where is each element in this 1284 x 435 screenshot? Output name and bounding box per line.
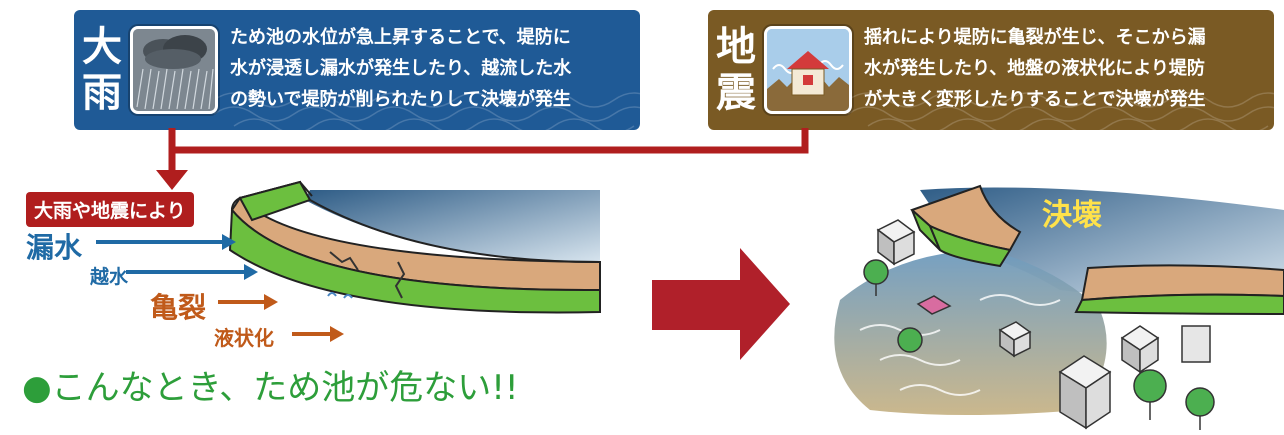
breach-label: 決壊 xyxy=(1042,198,1102,233)
heavy-rain-panel: 大 雨 ため池の水位が急上昇することで、堤防に 水が浸透し漏水が発生したり、越流… xyxy=(74,10,640,130)
quake-kanji: 地 震 xyxy=(716,24,756,116)
cause-label: 大雨や地震により xyxy=(26,192,194,227)
quake-description: 揺れにより堤防に亀裂が生じ、そこから漏 水が発生したり、地盤の液状化により堤防 … xyxy=(864,27,1206,110)
overflow-label: 越水 xyxy=(90,266,129,288)
wave-pattern xyxy=(213,92,640,130)
flow-arrows xyxy=(96,234,344,342)
bullet-icon: ● xyxy=(22,368,52,408)
liquefaction-label: 液状化 xyxy=(214,326,274,350)
rain-description: ため池の水位が急上昇することで、堤防に 水が浸透し漏水が発生したり、越流した水 … xyxy=(230,27,572,110)
rain-kanji: 大 雨 xyxy=(82,24,122,116)
connector-lines xyxy=(156,128,809,190)
transition-arrow-icon xyxy=(652,248,790,360)
breach-scene xyxy=(834,184,1284,430)
leakage-label: 漏水 xyxy=(26,231,83,264)
headline: ●こんなとき、ため池が危ない!! xyxy=(22,368,519,408)
earthquake-house-icon xyxy=(764,26,852,114)
heavy-rain-icon xyxy=(130,26,218,114)
crack-label: 亀裂 xyxy=(150,291,207,324)
wave-pattern xyxy=(847,92,1274,130)
down-arrow-icon xyxy=(156,170,188,190)
dike-cross-section xyxy=(228,180,601,314)
earthquake-panel: 地 震 揺れにより堤防に亀裂が生じ、そこから漏 水が発生したり、地盤の液状化によ… xyxy=(708,10,1274,130)
